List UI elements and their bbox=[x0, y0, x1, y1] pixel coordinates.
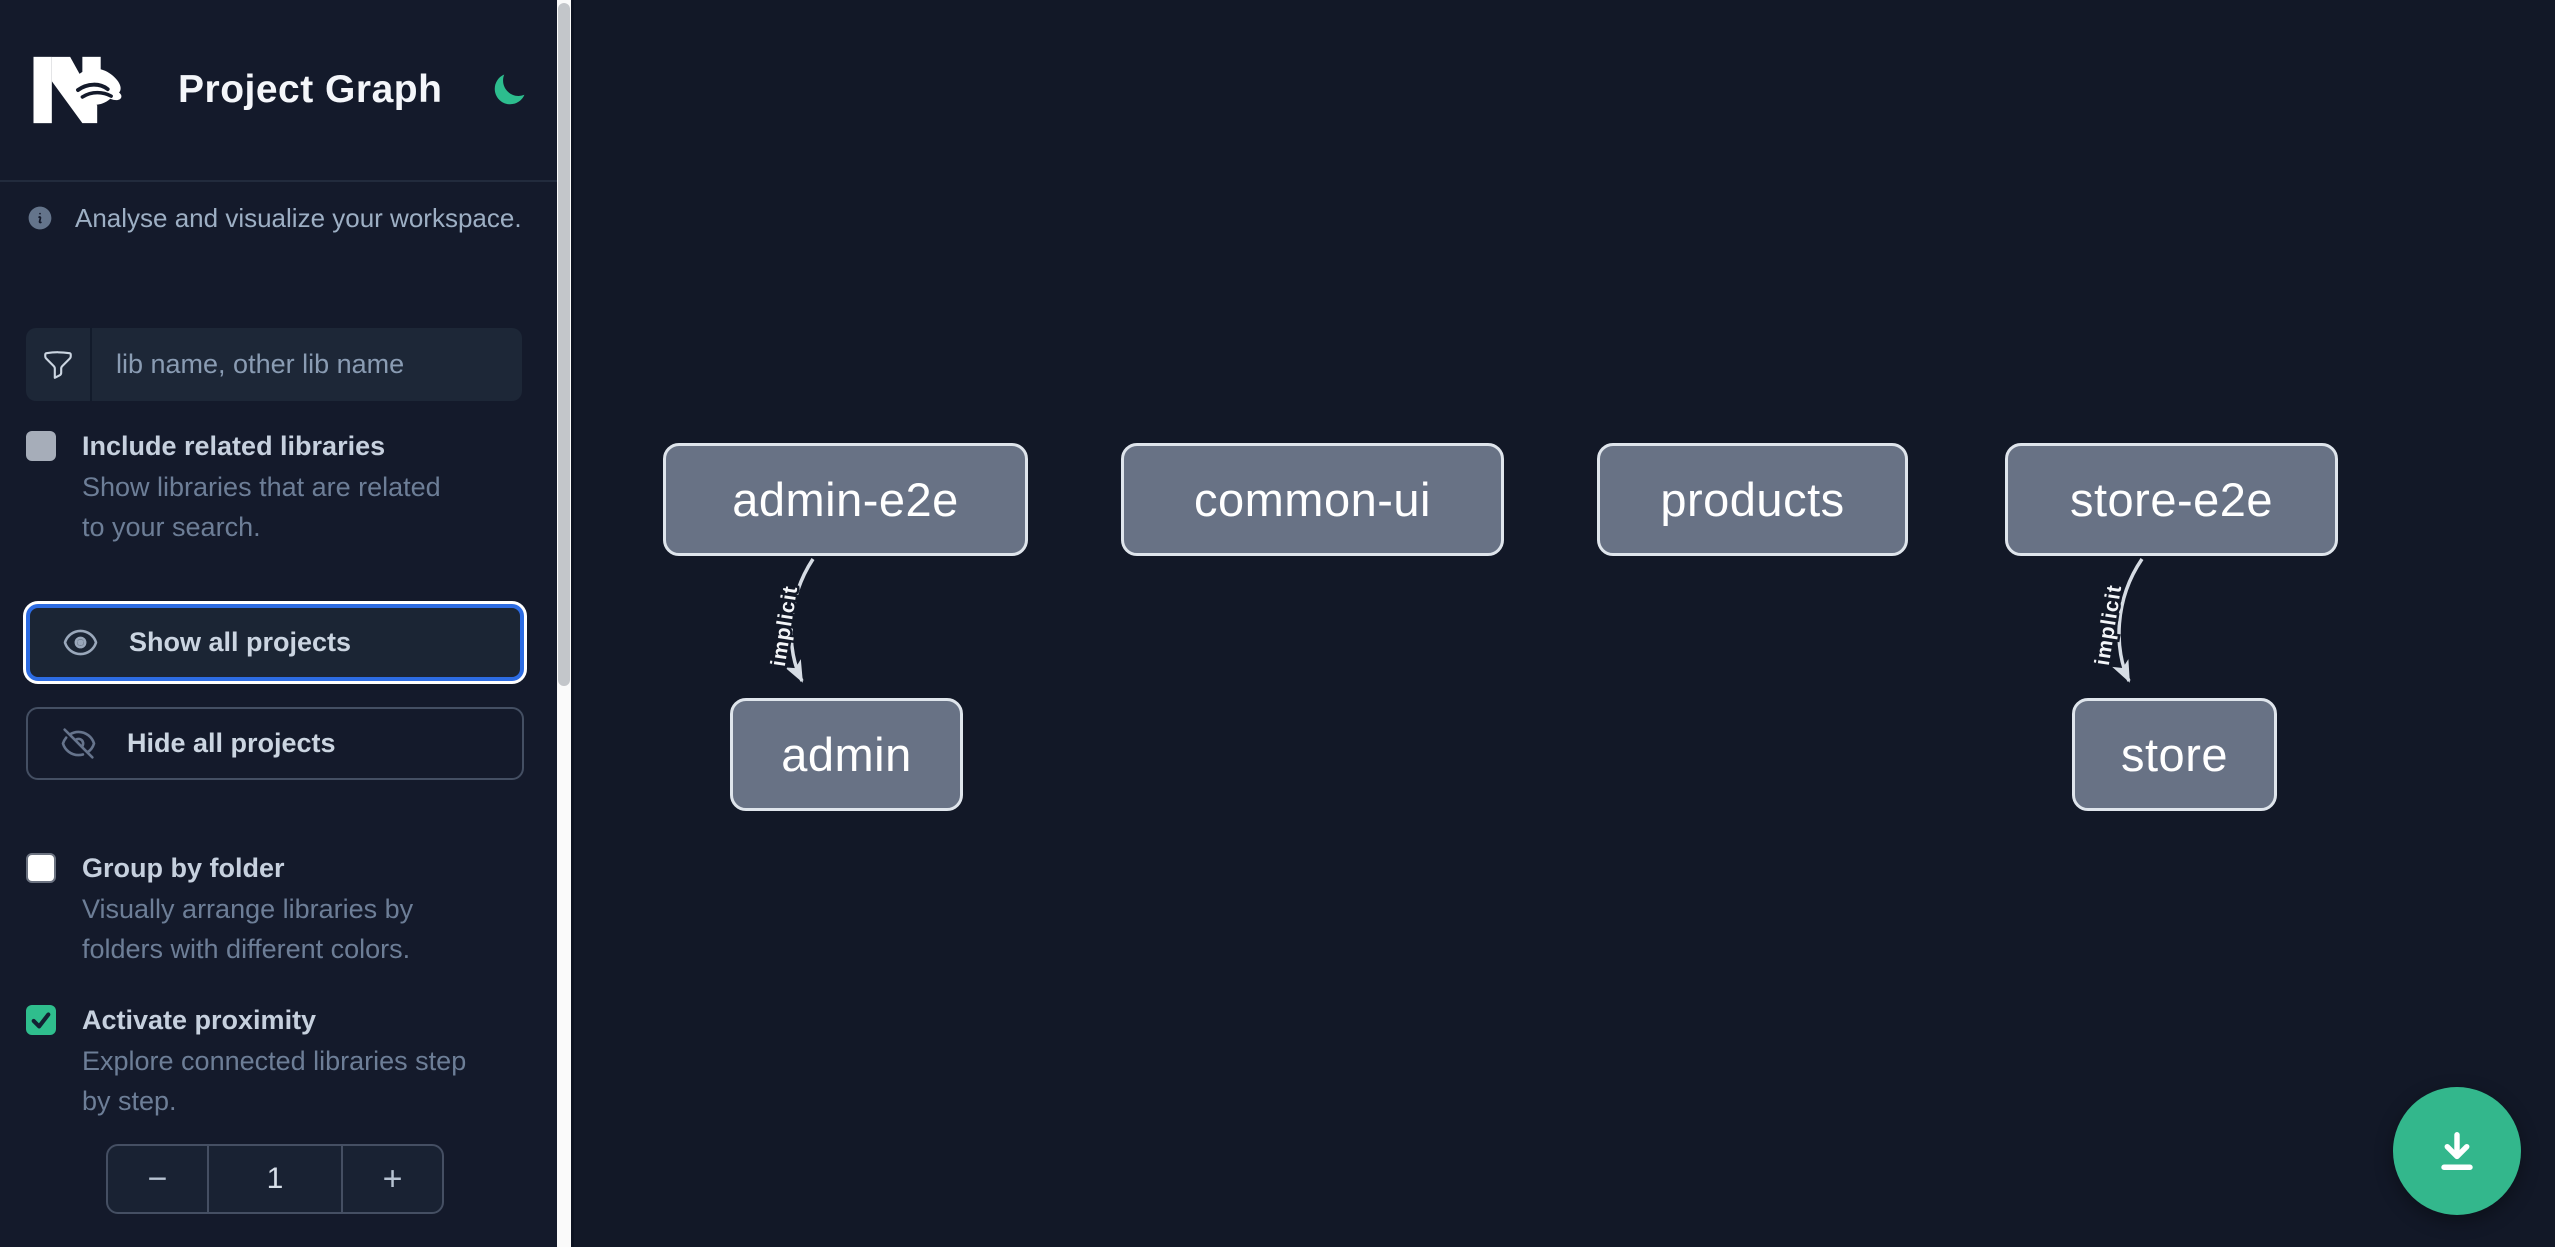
theme-toggle-button[interactable] bbox=[490, 70, 528, 110]
include-related-checkbox[interactable] bbox=[26, 431, 56, 461]
proximity-depth-value[interactable] bbox=[207, 1146, 343, 1212]
option-description: Visually arrange libraries by folders wi… bbox=[82, 894, 414, 964]
option-description: Explore connected libraries step by step… bbox=[82, 1046, 467, 1116]
filter-projects-input[interactable] bbox=[92, 328, 522, 401]
search-box bbox=[26, 328, 522, 401]
graph-node-products[interactable]: products bbox=[1597, 443, 1908, 556]
option-description: Show libraries that are related to your … bbox=[82, 472, 441, 542]
graph-node-common-ui[interactable]: common-ui bbox=[1121, 443, 1504, 556]
group-by-folder-checkbox[interactable] bbox=[26, 853, 56, 883]
graph-canvas[interactable] bbox=[571, 0, 2555, 1247]
show-all-projects-label: Show all projects bbox=[129, 627, 352, 657]
search-icon-cell bbox=[26, 328, 92, 401]
hide-all-projects-label: Hide all projects bbox=[127, 728, 336, 758]
tagline-text: Analyse and visualize your workspace. bbox=[75, 203, 522, 233]
graph-node-store-e2e[interactable]: store-e2e bbox=[2005, 443, 2338, 556]
option-include-related: Include related libraries Show libraries… bbox=[26, 427, 526, 547]
download-icon bbox=[2441, 1132, 2473, 1170]
graph-node-admin-e2e[interactable]: admin-e2e bbox=[663, 443, 1028, 556]
show-all-projects-button[interactable]: Show all projects bbox=[26, 604, 524, 681]
eye-slash-icon bbox=[61, 728, 96, 759]
increment-button[interactable]: + bbox=[343, 1146, 442, 1212]
page-title: Project Graph bbox=[178, 68, 443, 111]
option-activate-proximity: Activate proximity Explore connected lib… bbox=[26, 1001, 526, 1121]
proximity-depth-stepper: − + bbox=[106, 1144, 444, 1214]
moon-icon bbox=[495, 74, 525, 105]
sidebar: Project Graph Analyse and visualize your… bbox=[0, 0, 571, 1247]
sidebar-scrollbar-thumb[interactable] bbox=[558, 3, 570, 686]
sidebar-header: Project Graph bbox=[0, 0, 557, 182]
sidebar-scrollbar-track bbox=[557, 0, 571, 1247]
activate-proximity-checkbox[interactable] bbox=[26, 1005, 56, 1035]
graph-node-admin[interactable]: admin bbox=[730, 698, 963, 811]
tagline-row: Analyse and visualize your workspace. bbox=[26, 203, 526, 234]
eye-icon bbox=[63, 629, 98, 656]
info-icon bbox=[28, 206, 52, 230]
save-image-button[interactable] bbox=[2393, 1087, 2521, 1215]
option-label: Include related libraries bbox=[82, 431, 386, 461]
hide-all-projects-button[interactable]: Hide all projects bbox=[26, 707, 524, 780]
option-label: Activate proximity bbox=[82, 1005, 317, 1035]
option-label: Group by folder bbox=[82, 853, 285, 883]
decrement-button[interactable]: − bbox=[108, 1146, 207, 1212]
graph-node-store[interactable]: store bbox=[2072, 698, 2277, 811]
nx-logo bbox=[33, 56, 122, 124]
funnel-icon bbox=[44, 350, 72, 379]
option-group-by-folder: Group by folder Visually arrange librari… bbox=[26, 849, 526, 969]
